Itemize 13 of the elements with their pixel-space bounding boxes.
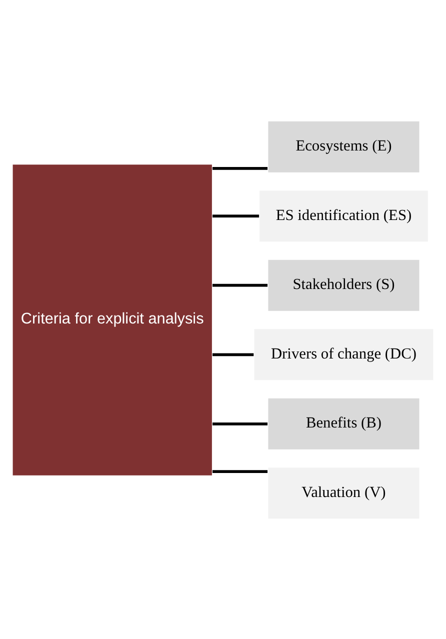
connector — [212, 283, 268, 286]
connector — [212, 470, 268, 472]
connector — [212, 166, 268, 170]
node-box: Criteria for explicit analysis — [12, 163, 213, 476]
node-box: Ecosystems (E) — [267, 120, 420, 173]
node-box: Stakeholders (S) — [267, 258, 420, 312]
connector — [212, 214, 260, 218]
node-box: Valuation (V) — [267, 466, 420, 520]
node-box: Drivers of change (DC) — [253, 328, 434, 381]
connector — [212, 422, 268, 425]
connector — [212, 352, 254, 356]
node-box: ES identification (ES) — [258, 189, 429, 242]
node-box: Benefits (B) — [267, 396, 420, 450]
